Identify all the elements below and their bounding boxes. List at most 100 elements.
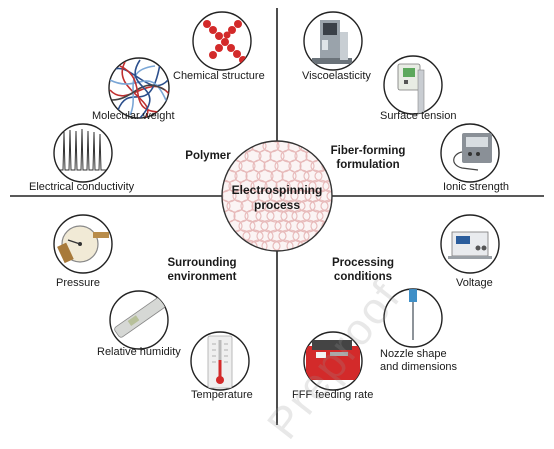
mesh-fiber — [303, 169, 323, 183]
mesh-fiber — [204, 240, 218, 252]
label-voltage: Voltage — [456, 277, 493, 289]
formulation-title-line1: Fiber-forming — [330, 145, 406, 157]
mesh-fiber — [232, 189, 250, 203]
molecular-weight-icon — [108, 57, 170, 119]
mesh-fiber — [294, 149, 308, 163]
mesh-fiber — [335, 200, 351, 212]
environment-title-line1: Surrounding — [167, 257, 237, 269]
quadrant-title-processing: Processing conditions — [318, 256, 408, 284]
mesh-fiber — [326, 189, 332, 203]
relative-humidity-icon — [109, 290, 169, 350]
mesh-fiber — [328, 229, 332, 243]
mesh-fiber — [345, 180, 365, 192]
mesh-fiber — [199, 170, 211, 182]
mesh-fiber — [204, 180, 218, 192]
mesh-fiber — [267, 229, 287, 243]
label-nozzle: Nozzle shape and dimensions — [380, 348, 457, 374]
pressure-icon — [53, 214, 113, 274]
mesh-fiber — [279, 249, 299, 251]
mesh-fiber — [246, 141, 260, 143]
center-title: Electrospinning process — [222, 183, 332, 213]
mesh-fiber — [222, 141, 237, 143]
electrical-conductivity-icon — [53, 123, 113, 183]
mesh-fiber — [255, 209, 275, 223]
mesh-fiber — [279, 189, 299, 203]
mesh-fiber — [246, 189, 260, 203]
mesh-fiber — [280, 149, 298, 163]
mesh-fiber — [340, 230, 358, 242]
mesh-fiber — [222, 219, 230, 233]
mesh-fiber — [222, 189, 224, 203]
mesh-fiber — [339, 210, 359, 222]
mesh-fiber — [322, 239, 332, 251]
mesh-fiber — [234, 169, 248, 183]
voltage-icon — [440, 214, 500, 274]
viscoelasticity-icon — [303, 11, 363, 71]
quadrant-title-formulation: Fiber-forming formulation — [318, 144, 418, 172]
ionic-strength-icon — [440, 123, 500, 183]
quadrant-title-polymer: Polymer — [185, 150, 231, 162]
diagram-graphics — [10, 8, 544, 425]
formulation-title-line2: formulation — [336, 159, 400, 171]
mesh-fiber — [232, 141, 250, 143]
mesh-fiber — [268, 249, 286, 251]
mesh-fiber — [268, 141, 286, 143]
mesh-fiber — [270, 169, 284, 183]
mesh-fiber — [290, 249, 312, 251]
diagram-canvas: Electrospinning process Polymer Fiber-fo… — [10, 8, 544, 448]
mesh-fiber — [256, 169, 274, 183]
mesh-fiber — [258, 149, 272, 163]
processing-title-line2: conditions — [333, 271, 393, 283]
mesh-fiber — [254, 249, 276, 251]
label-nozzle-line2: and dimensions — [380, 361, 458, 373]
center-title-line1: Electrospinning — [231, 183, 323, 197]
chemical-structure-icon — [192, 11, 252, 71]
mesh-fiber — [346, 200, 364, 212]
mesh-fiber — [318, 141, 332, 143]
mesh-fiber — [272, 239, 294, 251]
label-pressure: Pressure — [56, 277, 101, 289]
label-relative-humidity: Relative humidity — [97, 346, 181, 358]
mesh-fiber — [334, 240, 352, 252]
mesh-fiber — [334, 180, 352, 192]
mesh-fiber — [257, 141, 273, 143]
mesh-fiber — [244, 149, 262, 163]
mesh-fiber — [321, 219, 332, 233]
mesh-fiber — [222, 169, 225, 183]
mesh-fiber — [293, 141, 309, 143]
processing-title-line1: Processing — [332, 257, 394, 269]
mesh-fiber — [222, 141, 224, 143]
nozzle-icon — [383, 288, 443, 348]
label-molecular-weight: Molecular weight — [92, 110, 175, 122]
label-electrical-conductivity: Electrical conductivity — [29, 181, 135, 193]
mesh-fiber — [205, 200, 217, 212]
mesh-fiber — [198, 210, 212, 222]
temperature-icon — [190, 331, 250, 391]
label-surface-tension: Surface tension — [380, 110, 457, 122]
mesh-fiber — [304, 141, 322, 143]
mesh-fiber — [315, 189, 332, 203]
center-title-line2: process — [253, 198, 301, 212]
mesh-fiber — [291, 209, 311, 223]
mesh-fiber — [333, 220, 353, 232]
mesh-fiber — [225, 239, 245, 251]
mesh-fiber — [345, 240, 365, 252]
mesh-fiber — [199, 230, 211, 242]
mesh-fiber — [262, 141, 280, 153]
mesh-fiber — [203, 220, 219, 232]
environment-title-line2: environment — [167, 271, 237, 283]
label-temperature: Temperature — [191, 389, 253, 401]
label-chemical-structure: Chemical structure — [173, 70, 265, 82]
mesh-fiber — [347, 220, 363, 232]
surface-tension-icon — [383, 55, 443, 115]
mesh-fiber — [341, 130, 357, 142]
mesh-fiber — [329, 141, 332, 143]
mesh-fiber — [282, 141, 296, 143]
mesh-fiber — [308, 239, 330, 251]
quadrant-title-environment: Surrounding environment — [157, 256, 247, 284]
label-fff-feeding-rate: FFF feeding rate — [292, 389, 374, 401]
label-nozzle-line1: Nozzle shape — [380, 348, 447, 360]
fff-feeding-rate-icon — [303, 331, 363, 391]
mesh-fiber — [222, 229, 225, 243]
label-viscoelasticity: Viscoelasticity — [302, 70, 371, 82]
